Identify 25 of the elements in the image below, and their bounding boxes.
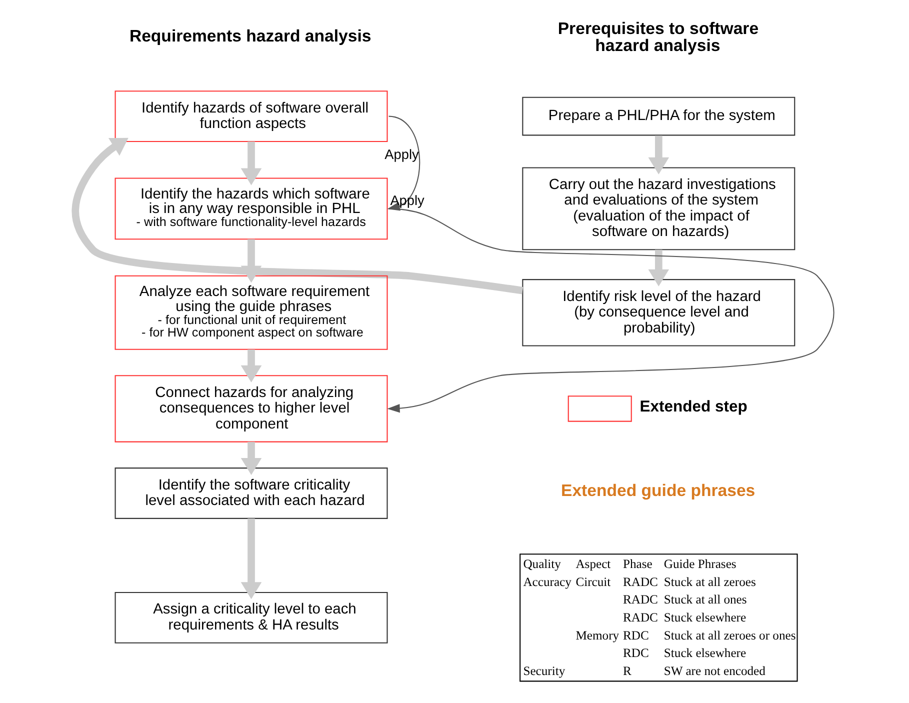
label: RADC (622, 574, 658, 589)
label: RADC (622, 592, 658, 607)
label: Stuck at all zeroes (664, 574, 756, 589)
label: Stuck elsewhere (664, 646, 746, 660)
legend-label: Extended step (640, 398, 748, 416)
label: Accuracy (523, 574, 572, 589)
label: Aspect (576, 556, 611, 571)
label: Security (523, 664, 566, 678)
label: Phase (622, 556, 652, 571)
label: Quality (523, 556, 561, 571)
label: RADC (622, 610, 658, 624)
label: Stuck at all ones (664, 592, 747, 607)
label: R (622, 664, 632, 678)
label: Requirements hazard analysis (129, 26, 372, 46)
label: Stuck elsewhere (664, 610, 746, 624)
label: Extended guide phrases (561, 481, 756, 500)
label: Memory (576, 628, 620, 642)
label: RDC (622, 646, 649, 660)
label: Circuit (576, 574, 611, 589)
label: SW are not encoded (664, 664, 766, 678)
edge-label: Apply (384, 147, 419, 162)
label: RDC (622, 628, 649, 642)
label: Prerequisites to software hazard analysis (558, 19, 759, 55)
label: Guide Phrases (664, 556, 736, 571)
label: Stuck at all zeroes or ones (664, 628, 796, 642)
